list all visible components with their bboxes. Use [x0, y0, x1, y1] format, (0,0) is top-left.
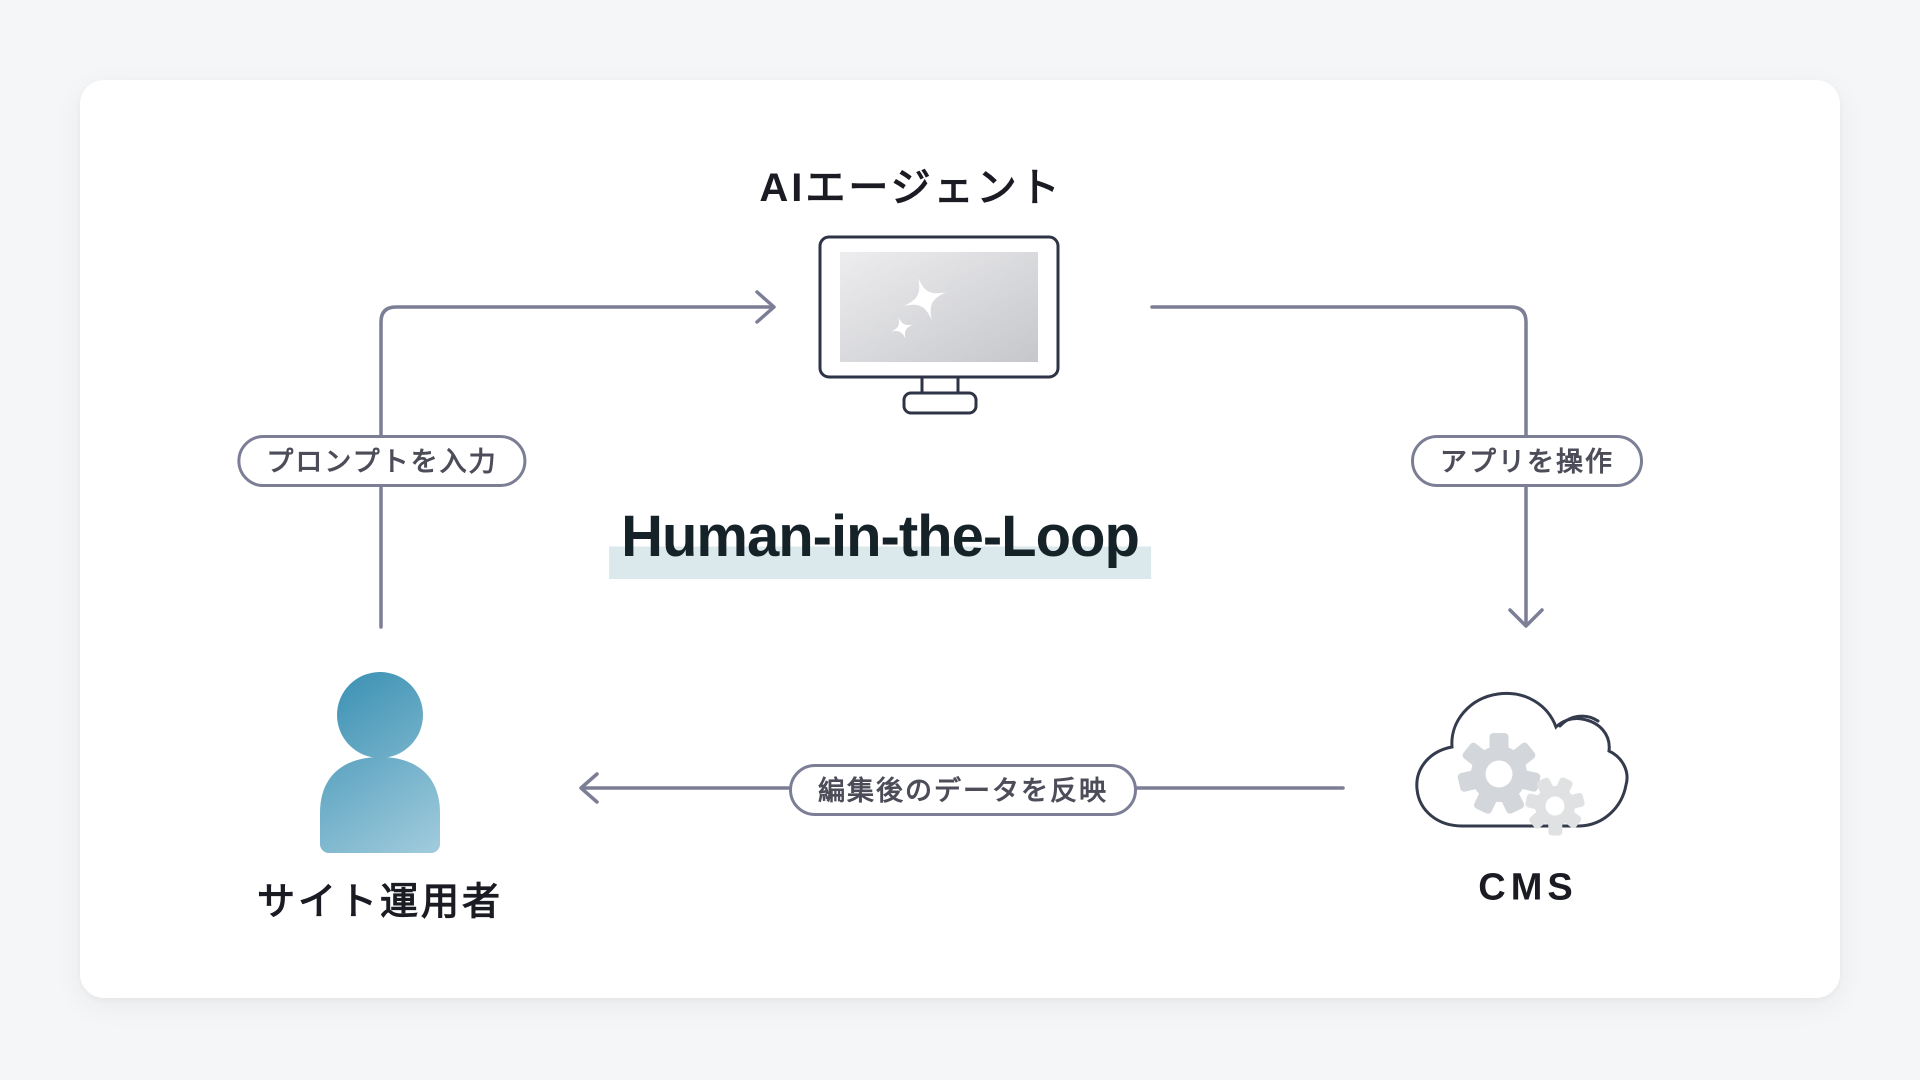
- edge-label-operate: アプリを操作: [1411, 435, 1643, 487]
- monitor-screen: [840, 252, 1038, 362]
- sparkle-large-icon: [904, 278, 946, 320]
- sparkle-small-icon: [891, 317, 913, 339]
- diagram-title: Human-in-the-Loop: [609, 504, 1151, 579]
- cms-node-label: CMS: [1478, 866, 1578, 909]
- edge-label-prompt: プロンプトを入力: [237, 435, 527, 487]
- gear-small-icon: [1525, 777, 1585, 836]
- monitor-sparkle-icon: [818, 235, 1060, 415]
- monitor-base: [902, 391, 978, 415]
- person-icon: [320, 672, 440, 853]
- edge-label-reflect: 編集後のデータを反映: [789, 764, 1137, 816]
- gear-large-icon: [1457, 733, 1541, 814]
- cloud-gears-icon: [1415, 691, 1629, 836]
- person-head: [337, 672, 423, 758]
- agent-node-label: AIエージェント: [759, 166, 1063, 210]
- cloud-sketch-stroke: [1558, 714, 1600, 728]
- person-body: [320, 757, 440, 853]
- operator-node-label: サイト運用者: [256, 881, 504, 924]
